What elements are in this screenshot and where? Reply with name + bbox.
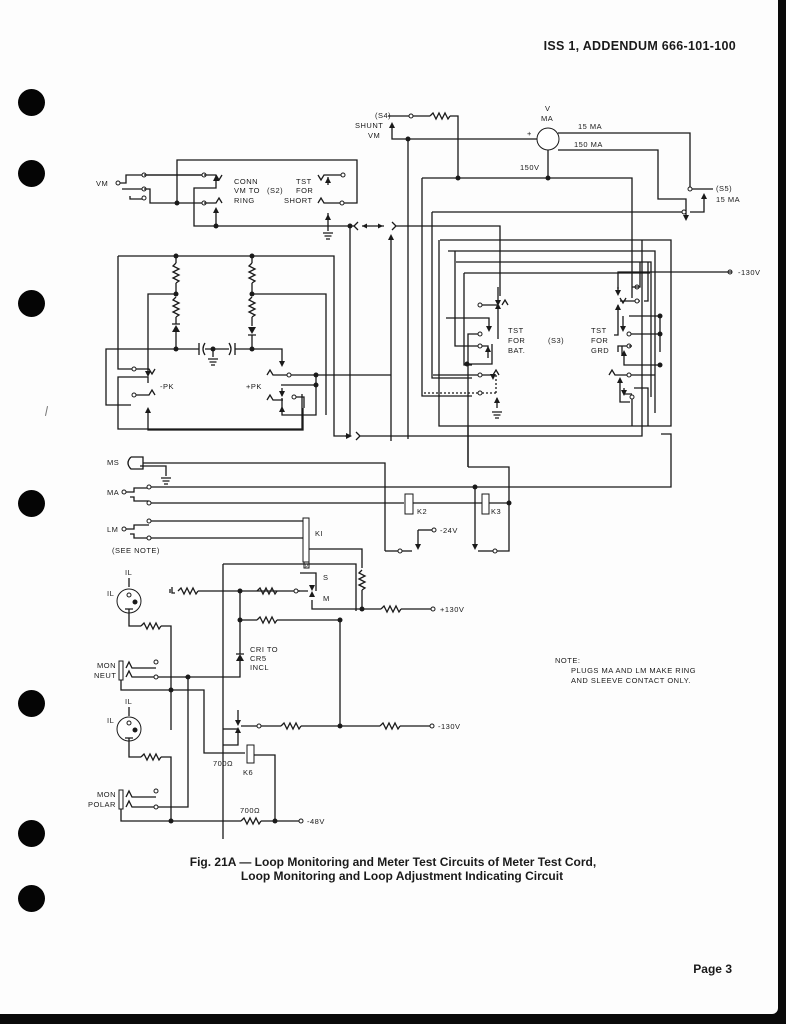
label-il1a: IL (125, 568, 132, 577)
note-line-1: PLUGS MA AND LM MAKE RING (571, 666, 697, 675)
note-block: NOTE: PLUGS MA AND LM MAKE RING AND SLEE… (555, 656, 696, 686)
punch-hole (18, 290, 45, 317)
note-line-2: AND SLEEVE CONTACT ONLY. (571, 676, 691, 685)
label-s2: (S2) (267, 186, 283, 195)
label-k1: KI (315, 529, 323, 538)
peak-section: -PK +PK (105, 240, 643, 441)
label-k2: K2 (417, 507, 427, 516)
label-s4: (S4) (375, 111, 391, 120)
caption-line-1: Fig. 21A — Loop Monitoring and Meter Tes… (189, 855, 597, 869)
page-number: Page 3 (693, 962, 732, 976)
punch-hole (18, 690, 45, 717)
punch-hole (18, 89, 45, 116)
label-for-grd: FOR (591, 336, 608, 345)
label-tst-short: TST (296, 177, 312, 186)
s3-switch-section: -130V TST (422, 239, 761, 467)
label-mon2: MON (97, 790, 116, 799)
label-700ohm-r: 700Ω (240, 806, 260, 815)
note-title: NOTE: (555, 656, 581, 665)
label-incl: INCL (250, 663, 269, 672)
label-cr1: CRI TO (250, 645, 278, 654)
label-meter-ma: MA (541, 114, 553, 123)
plug-section: MS MA K2 K3 -24 (107, 427, 672, 839)
label-ring: RING (234, 196, 255, 205)
label-minus-pk: -PK (160, 382, 174, 391)
punch-hole (18, 160, 45, 187)
punch-hole (18, 885, 45, 912)
label-150ma: 150 MA (574, 140, 603, 149)
label-conn: CONN (234, 177, 258, 186)
label-meter-v: V (545, 104, 551, 113)
label-plus130: +130V (440, 605, 464, 614)
label-tst-grd: TST (591, 326, 607, 335)
label-150v: 150V (520, 163, 540, 172)
label-15ma: 15 MA (578, 122, 602, 131)
caption-line-2: Loop Monitoring and Loop Adjustment Indi… (240, 869, 564, 883)
label-minus24: -24V (440, 526, 458, 535)
label-k1-p: P (305, 564, 309, 570)
label-minus48: -48V (307, 817, 325, 826)
label-s5: (S5) (716, 184, 732, 193)
label-shunt-vm: VM (368, 131, 380, 140)
label-vm: VM (96, 179, 108, 188)
label-cr5: CR5 (250, 654, 267, 663)
label-k6: K6 (243, 768, 253, 777)
meter-section: (S4) SHUNT VM V MA + 15 MA 150 MA 150V (355, 104, 740, 439)
label-neut: NEUT (94, 671, 116, 680)
label-see-note: (SEE NOTE) (112, 546, 160, 555)
label-grd: GRD (591, 346, 609, 355)
label-il2b: IL (107, 716, 114, 725)
label-k3: K3 (491, 507, 501, 516)
schematic-diagram: VM CONN VM TO (S2) RING TST FOR SHORT (88, 104, 761, 839)
label-il2a: IL (125, 697, 132, 706)
label-for-short: FOR (296, 186, 313, 195)
label-il1b: IL (107, 589, 114, 598)
label-plus-pk: +PK (246, 382, 262, 391)
label-m: M (323, 594, 330, 603)
punch-hole (18, 820, 45, 847)
label-ms: MS (107, 458, 119, 467)
loop-monitor-section: IL IL S M +130V (88, 568, 464, 826)
label-vm-to: VM TO (234, 186, 260, 195)
punch-hole (18, 490, 45, 517)
label-short: SHORT (284, 196, 313, 205)
label-tst-bat: TST (508, 326, 524, 335)
label-polar: POLAR (88, 800, 116, 809)
label-minus130-top: -130V (738, 268, 761, 277)
label-ma: MA (107, 488, 119, 497)
label-plus: + (527, 129, 532, 138)
issue-header: ISS 1, ADDENDUM 666-101-100 (543, 39, 736, 53)
label-minus130-bot: -130V (438, 722, 461, 731)
label-shunt: SHUNT (355, 121, 383, 130)
label-s3: (S3) (548, 336, 564, 345)
label-lm: LM (107, 525, 118, 534)
label-for-bat: FOR (508, 336, 525, 345)
label-700ohm-k6: 700Ω (213, 759, 233, 768)
label-bat: BAT. (508, 346, 525, 355)
label-mon: MON (97, 661, 116, 670)
label-s: S (323, 573, 329, 582)
figure-caption: Fig. 21A — Loop Monitoring and Meter Tes… (0, 855, 786, 883)
label-s5-15ma: 15 MA (716, 195, 740, 204)
